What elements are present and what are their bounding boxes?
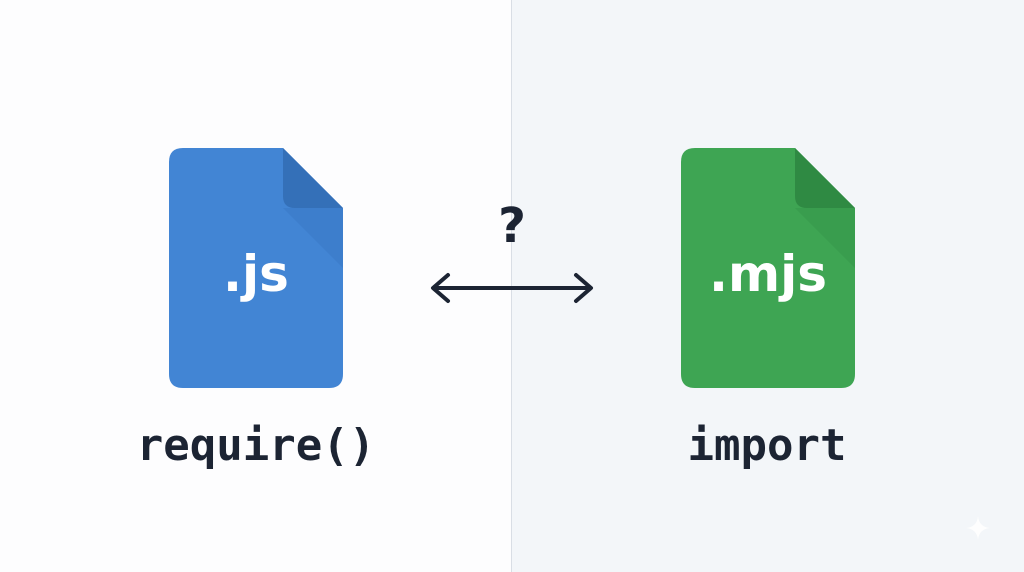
sparkle-icon [966, 516, 990, 540]
mjs-file-icon: .mjs [681, 148, 855, 388]
mjs-extension-label: .mjs [709, 245, 827, 303]
double-arrow-icon [428, 268, 596, 308]
mjs-document-icon [681, 148, 855, 388]
question-mark: ? [498, 198, 526, 254]
import-caption: import [687, 420, 847, 471]
js-file-icon: .js [169, 148, 343, 388]
js-document-icon [169, 148, 343, 388]
require-caption: require() [136, 420, 376, 471]
js-extension-label: .js [223, 245, 289, 303]
